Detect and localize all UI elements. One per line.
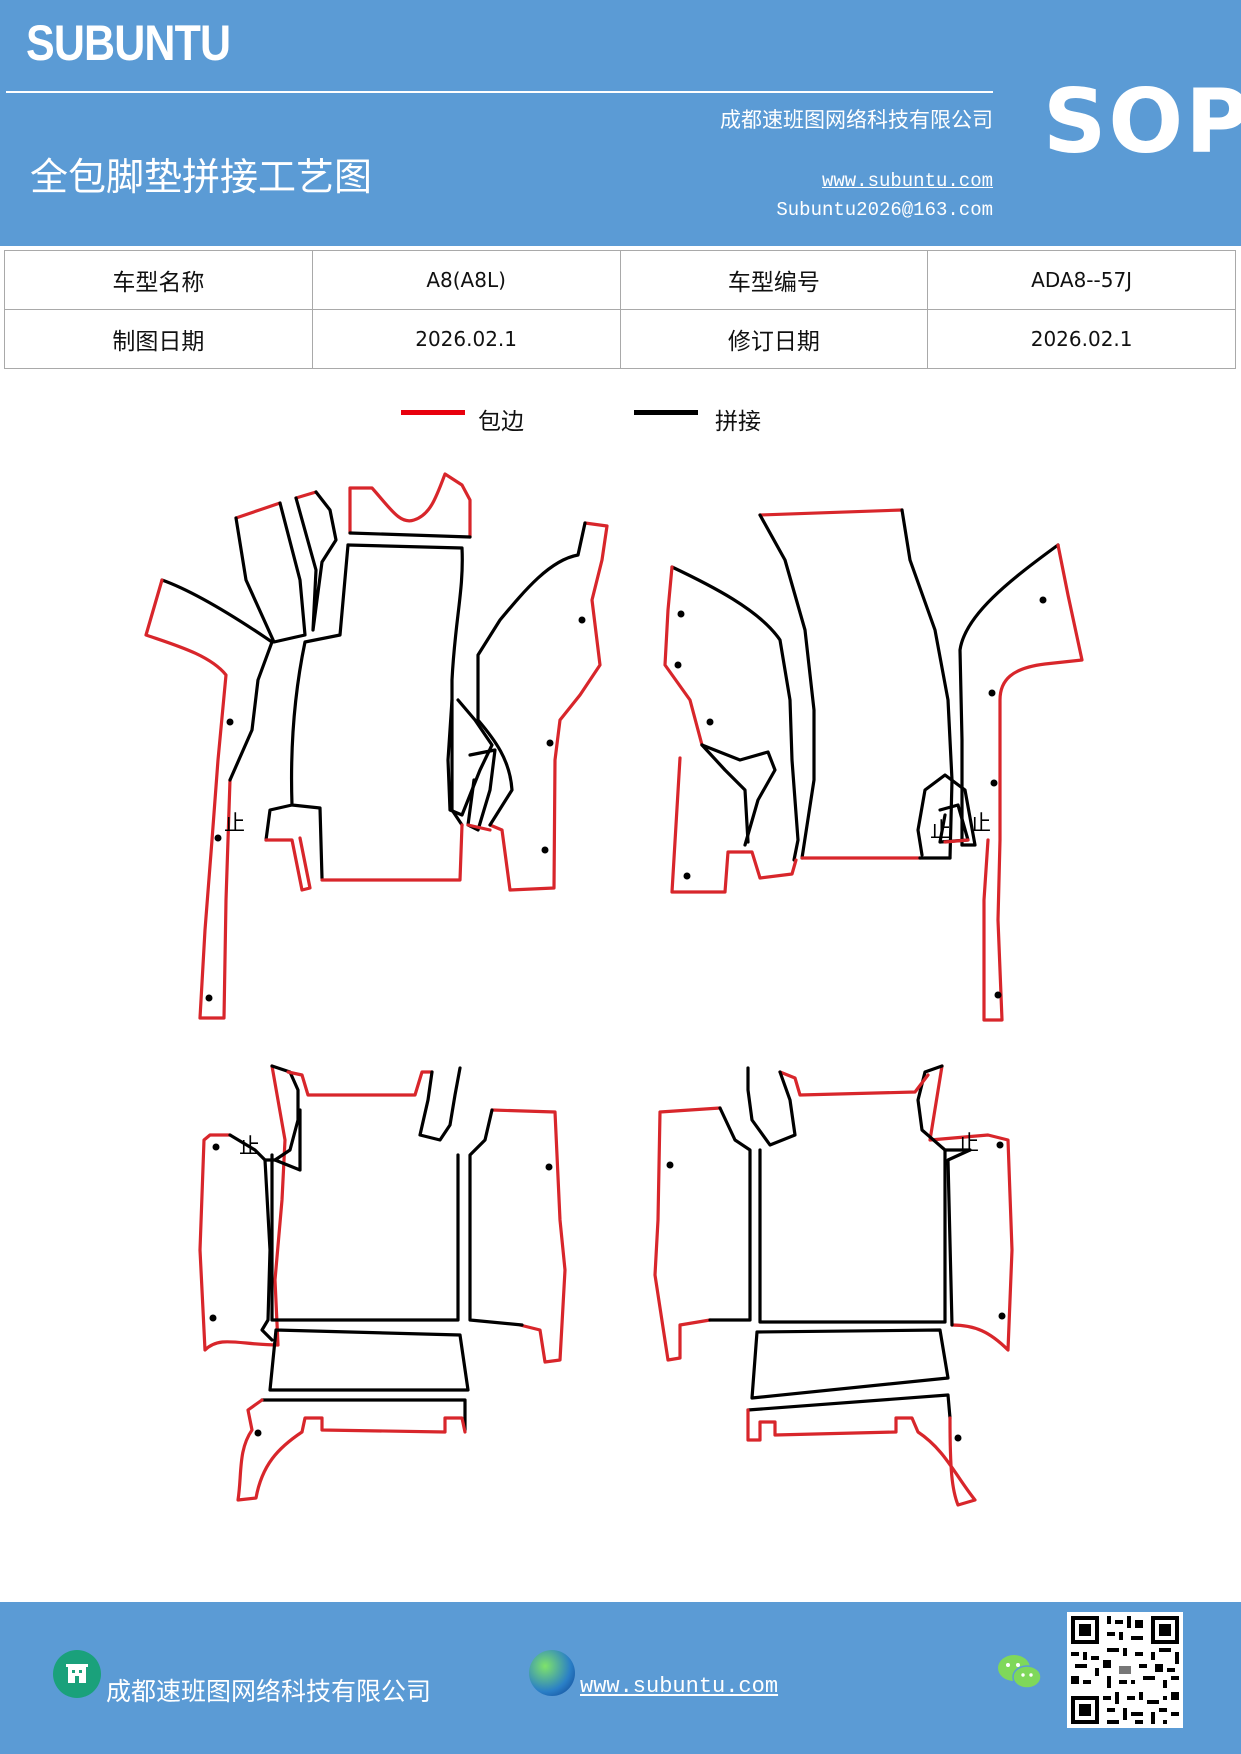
label-revise-date: 修订日期 (619, 309, 929, 369)
table-row: 制图日期 2026.02.1 修订日期 2026.02.1 (4, 309, 1236, 369)
globe-icon (529, 1650, 575, 1696)
header-company: 成都速班图网络科技有限公司 (720, 108, 993, 132)
value-revise-date: 2026.02.1 (927, 309, 1236, 369)
header-banner: SUBUNTU 成都速班图网络科技有限公司 全包脚垫拼接工艺图 www.subu… (0, 0, 1241, 246)
floor-mat-diagram: 止 止 止 止 止 (144, 472, 1084, 1507)
stop-marker: 止 (970, 811, 991, 835)
header-website-link[interactable]: www.subuntu.com (821, 170, 993, 192)
front-right-mat (663, 508, 1084, 1022)
front-left-mat (144, 472, 609, 1020)
stop-marker: 止 (930, 818, 951, 842)
page-title: 全包脚垫拼接工艺图 (30, 155, 373, 199)
rear-left-mat (198, 1064, 567, 1502)
rear-right-mat (653, 1064, 1014, 1507)
sop-badge: SOP (1043, 70, 1241, 173)
header-divider (6, 91, 993, 93)
label-model-name: 车型名称 (4, 250, 313, 310)
legend-seam-label: 拼接 (715, 409, 761, 435)
info-table: 车型名称 A8(A8L) 车型编号 ADA8--57J 制图日期 2026.02… (4, 250, 1236, 369)
marker-dots (205, 596, 1047, 1442)
value-model-code: ADA8--57J (927, 250, 1236, 310)
stop-marker: 止 (958, 1131, 979, 1155)
legend-edge-swatch (401, 410, 465, 415)
value-model-name: A8(A8L) (311, 250, 621, 310)
header-email: Subuntu2026@163.com (776, 199, 993, 221)
label-model-code: 车型编号 (619, 250, 929, 310)
legend-seam-swatch (634, 410, 698, 415)
legend-edge-label: 包边 (478, 409, 524, 435)
stop-marker: 止 (239, 1134, 260, 1158)
building-icon (53, 1650, 101, 1698)
table-row: 车型名称 A8(A8L) 车型编号 ADA8--57J (4, 250, 1236, 310)
brand-logo: SUBUNTU (26, 15, 231, 71)
stop-marker: 止 (224, 811, 245, 835)
footer-website-link[interactable]: www.subuntu.com (580, 1674, 779, 1699)
qr-code (1067, 1612, 1183, 1728)
value-draw-date: 2026.02.1 (311, 309, 621, 369)
label-draw-date: 制图日期 (4, 309, 313, 369)
wechat-icon[interactable] (996, 1652, 1044, 1692)
footer-company: 成都速班图网络科技有限公司 (106, 1677, 432, 1706)
